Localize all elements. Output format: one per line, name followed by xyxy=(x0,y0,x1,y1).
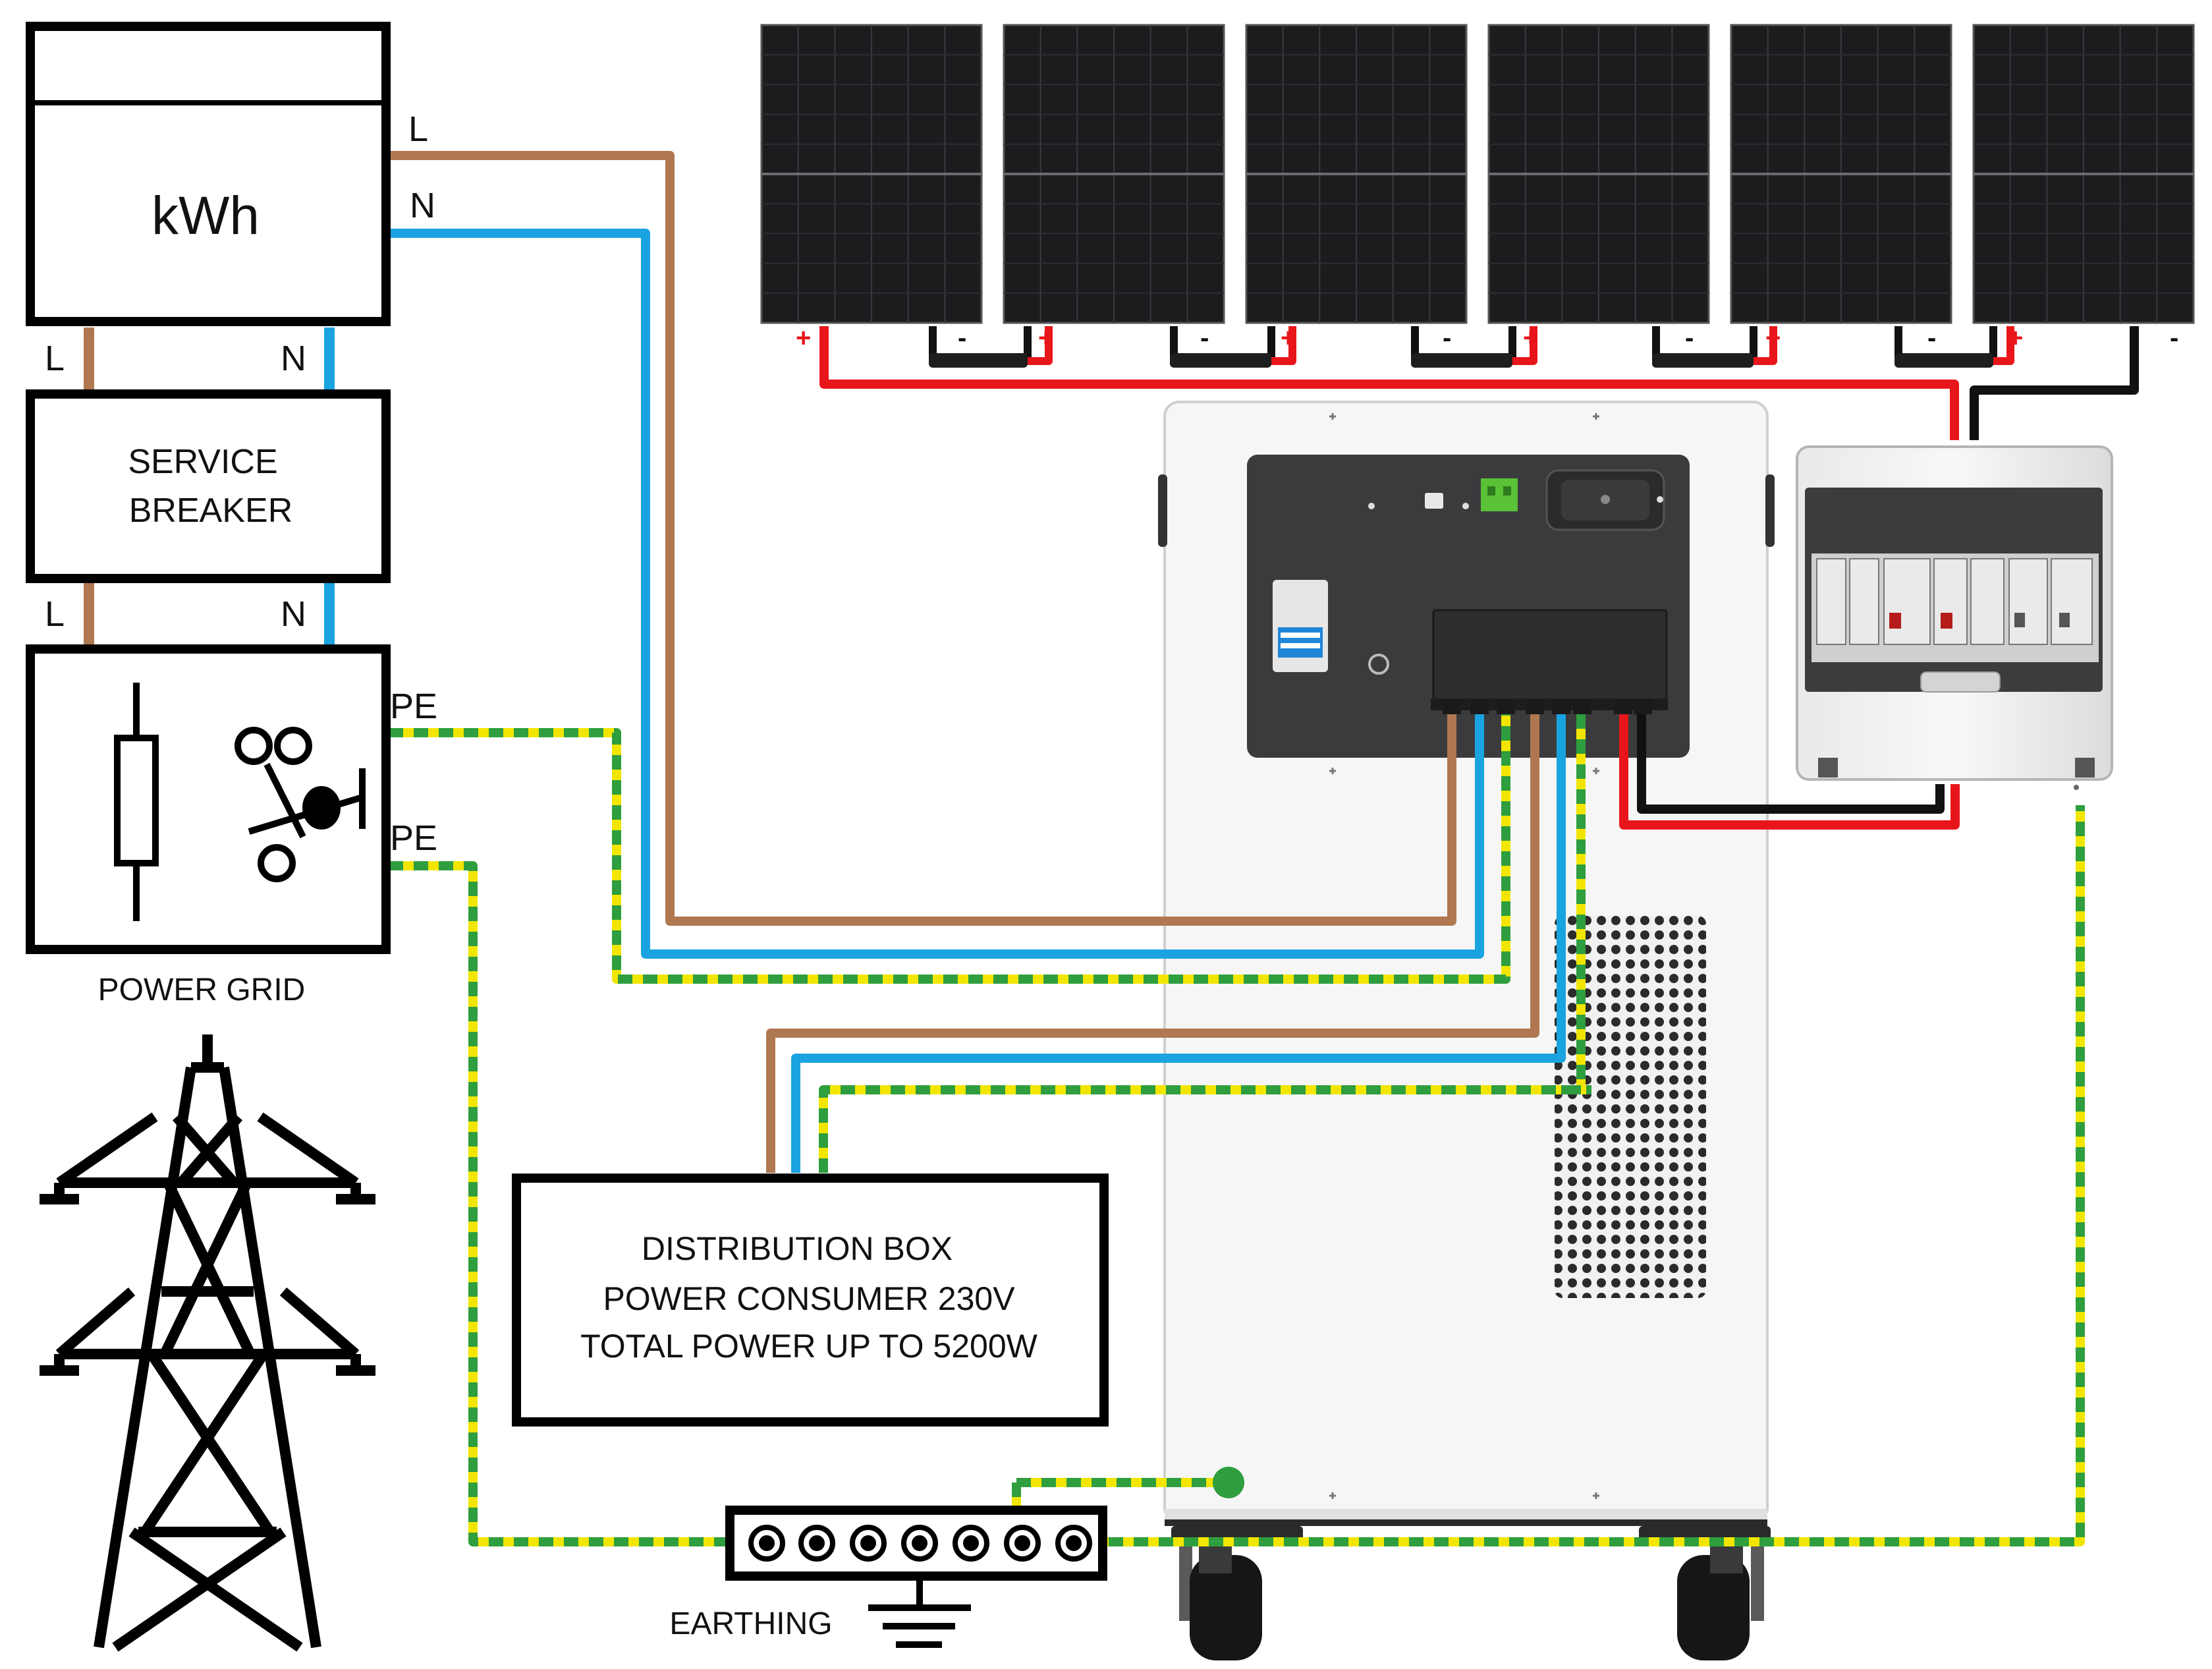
grid-live-wire xyxy=(389,151,1456,926)
earth-terminal-screw xyxy=(963,1535,979,1551)
panel-minus-label: - xyxy=(1443,324,1451,353)
earth-terminal-screw xyxy=(1014,1535,1030,1551)
distribution-box-line3: TOTAL POWER UP TO 5200W xyxy=(580,1328,1038,1365)
kwh-label: kWh xyxy=(152,186,260,246)
meter-out-n-label: N xyxy=(410,186,435,225)
pv-combiner-box xyxy=(1796,445,2113,790)
earth-terminal-screw xyxy=(1066,1535,1082,1551)
pv-negative-bus xyxy=(1970,326,2139,440)
solar-array: +-+-+-+-+-+- xyxy=(760,24,2195,353)
panel-minus-label: - xyxy=(1685,324,1694,353)
panel-minus-label: - xyxy=(2170,324,2178,353)
load-neutral-wire xyxy=(791,710,1566,1173)
wires xyxy=(84,151,2139,1546)
breaker-in-n-label: N xyxy=(281,339,306,378)
service-breaker: SERVICE BREAKER L N L N xyxy=(26,339,391,634)
pv-positive-bus xyxy=(819,326,1959,440)
kwh-meter: kWh L N xyxy=(26,22,435,326)
distribution-box-line2: POWER CONSUMER 230V xyxy=(603,1280,1015,1317)
vent-grille xyxy=(1555,916,1706,1298)
solar-panel: +- xyxy=(1487,24,1710,353)
panel-plus-label: + xyxy=(796,324,811,353)
switch-icon xyxy=(235,727,366,882)
inverter-unit xyxy=(1158,401,1775,1660)
battery-breaker xyxy=(1273,580,1328,672)
ac-terminal-block xyxy=(1432,609,1668,701)
load-live-wire xyxy=(766,710,1539,1173)
distribution-box: DISTRIBUTION BOX POWER CONSUMER 230V TOT… xyxy=(512,1174,1109,1427)
earth-terminal-screw xyxy=(860,1535,876,1551)
breaker-line2: BREAKER xyxy=(129,492,293,530)
fuse-icon xyxy=(114,683,159,921)
breaker-out-l-label: L xyxy=(45,594,65,634)
dc-positive-to-inverter xyxy=(1619,710,1960,830)
solar-panel: +- xyxy=(1245,24,1468,353)
power-grid-label: POWER GRID xyxy=(98,973,306,1007)
earthing-bar: EARTHING xyxy=(669,1506,1107,1648)
pe2-label: PE xyxy=(390,818,437,858)
solar-panel: +- xyxy=(1972,24,2195,353)
earthing-label: EARTHING xyxy=(669,1606,832,1641)
power-grid-box: PE PE POWER GRID xyxy=(26,644,437,1007)
ground-symbol-icon xyxy=(868,1576,971,1648)
solar-panel: +- xyxy=(1003,24,1225,353)
panel-minus-label: - xyxy=(1200,324,1209,353)
earth-terminal-screw xyxy=(759,1535,775,1551)
breaker-line1: SERVICE xyxy=(128,443,277,481)
solar-panel: +- xyxy=(760,24,983,353)
panel-minus-label: - xyxy=(1927,324,1936,353)
panel-minus-label: - xyxy=(958,324,966,353)
breaker-in-l-label: L xyxy=(45,339,65,378)
grid-neutral-wire xyxy=(389,229,1484,959)
distribution-box-line1: DISTRIBUTION BOX xyxy=(642,1230,953,1267)
dc-negative-to-inverter xyxy=(1637,710,1945,814)
earth-terminal-screw xyxy=(912,1535,927,1551)
meter-out-l-label: L xyxy=(408,109,428,149)
pe1-label: PE xyxy=(390,687,437,726)
earth-terminal-screw xyxy=(809,1535,825,1551)
transmission-tower-icon xyxy=(40,1034,375,1652)
breaker-out-n-label: N xyxy=(281,594,306,634)
solar-panel: +- xyxy=(1730,24,1952,353)
